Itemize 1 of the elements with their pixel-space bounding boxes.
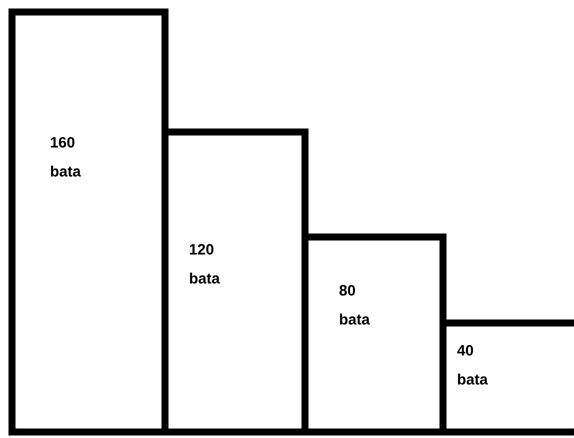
step-box: 160 bata <box>8 8 168 436</box>
